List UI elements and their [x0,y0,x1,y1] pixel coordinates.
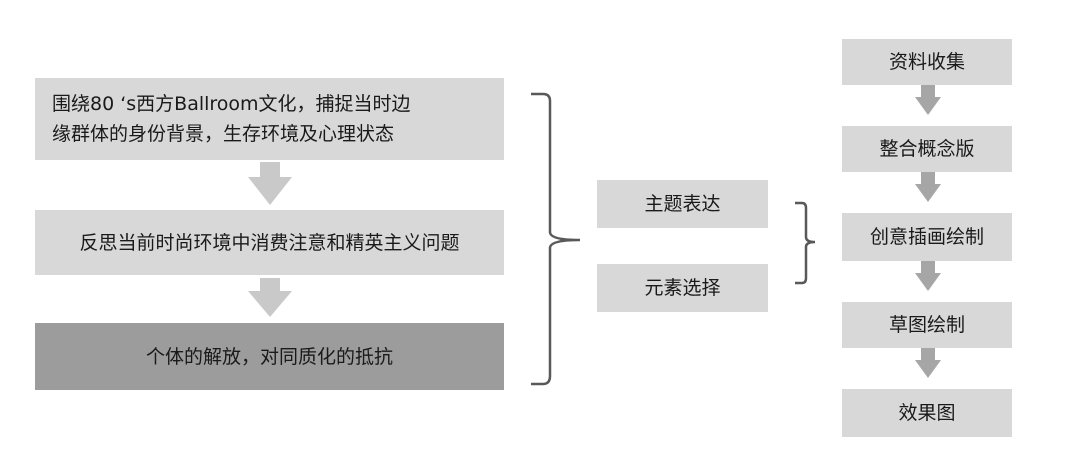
middle-item-theme: 主题表达 [597,180,768,228]
right-step-1: 资料收集 [842,39,1012,85]
left-box-2: 反思当前时尚环境中消费注意和精英主义问题 [35,210,504,275]
right-step-5: 效果图 [842,389,1012,437]
right-bracket [795,201,816,285]
middle-item-elements-label: 元素选择 [644,277,721,299]
left-bracket [531,92,581,386]
left-box-3: 个体的解放，对同质化的抵抗 [35,323,504,390]
left-box-1: 围绕80 ‘s西方Ballroom文化，捕捉当时边 缘群体的身份背景，生存环境及… [35,78,504,160]
right-step-3-label: 创意插画绘制 [869,226,984,248]
middle-item-theme-label: 主题表达 [644,193,721,215]
right-step-5-label: 效果图 [898,402,956,424]
right-step-2: 整合概念版 [842,126,1012,172]
right-step-1-label: 资料收集 [888,51,965,73]
left-box-1-line-1: 围绕80 ‘s西方Ballroom文化，捕捉当时边 [52,93,411,115]
left-box-1-line-2: 缘群体的身份背景，生存环境及心理状态 [52,123,395,145]
right-step-4-label: 草图绘制 [888,314,965,336]
right-step-4: 草图绘制 [842,302,1012,348]
left-box-3-text: 个体的解放，对同质化的抵抗 [145,345,393,368]
right-step-3: 创意插画绘制 [842,213,1012,261]
middle-item-elements: 元素选择 [597,264,768,312]
left-box-2-text: 反思当前时尚环境中消费注意和精英主义问题 [79,231,460,254]
right-step-2-label: 整合概念版 [879,138,975,160]
